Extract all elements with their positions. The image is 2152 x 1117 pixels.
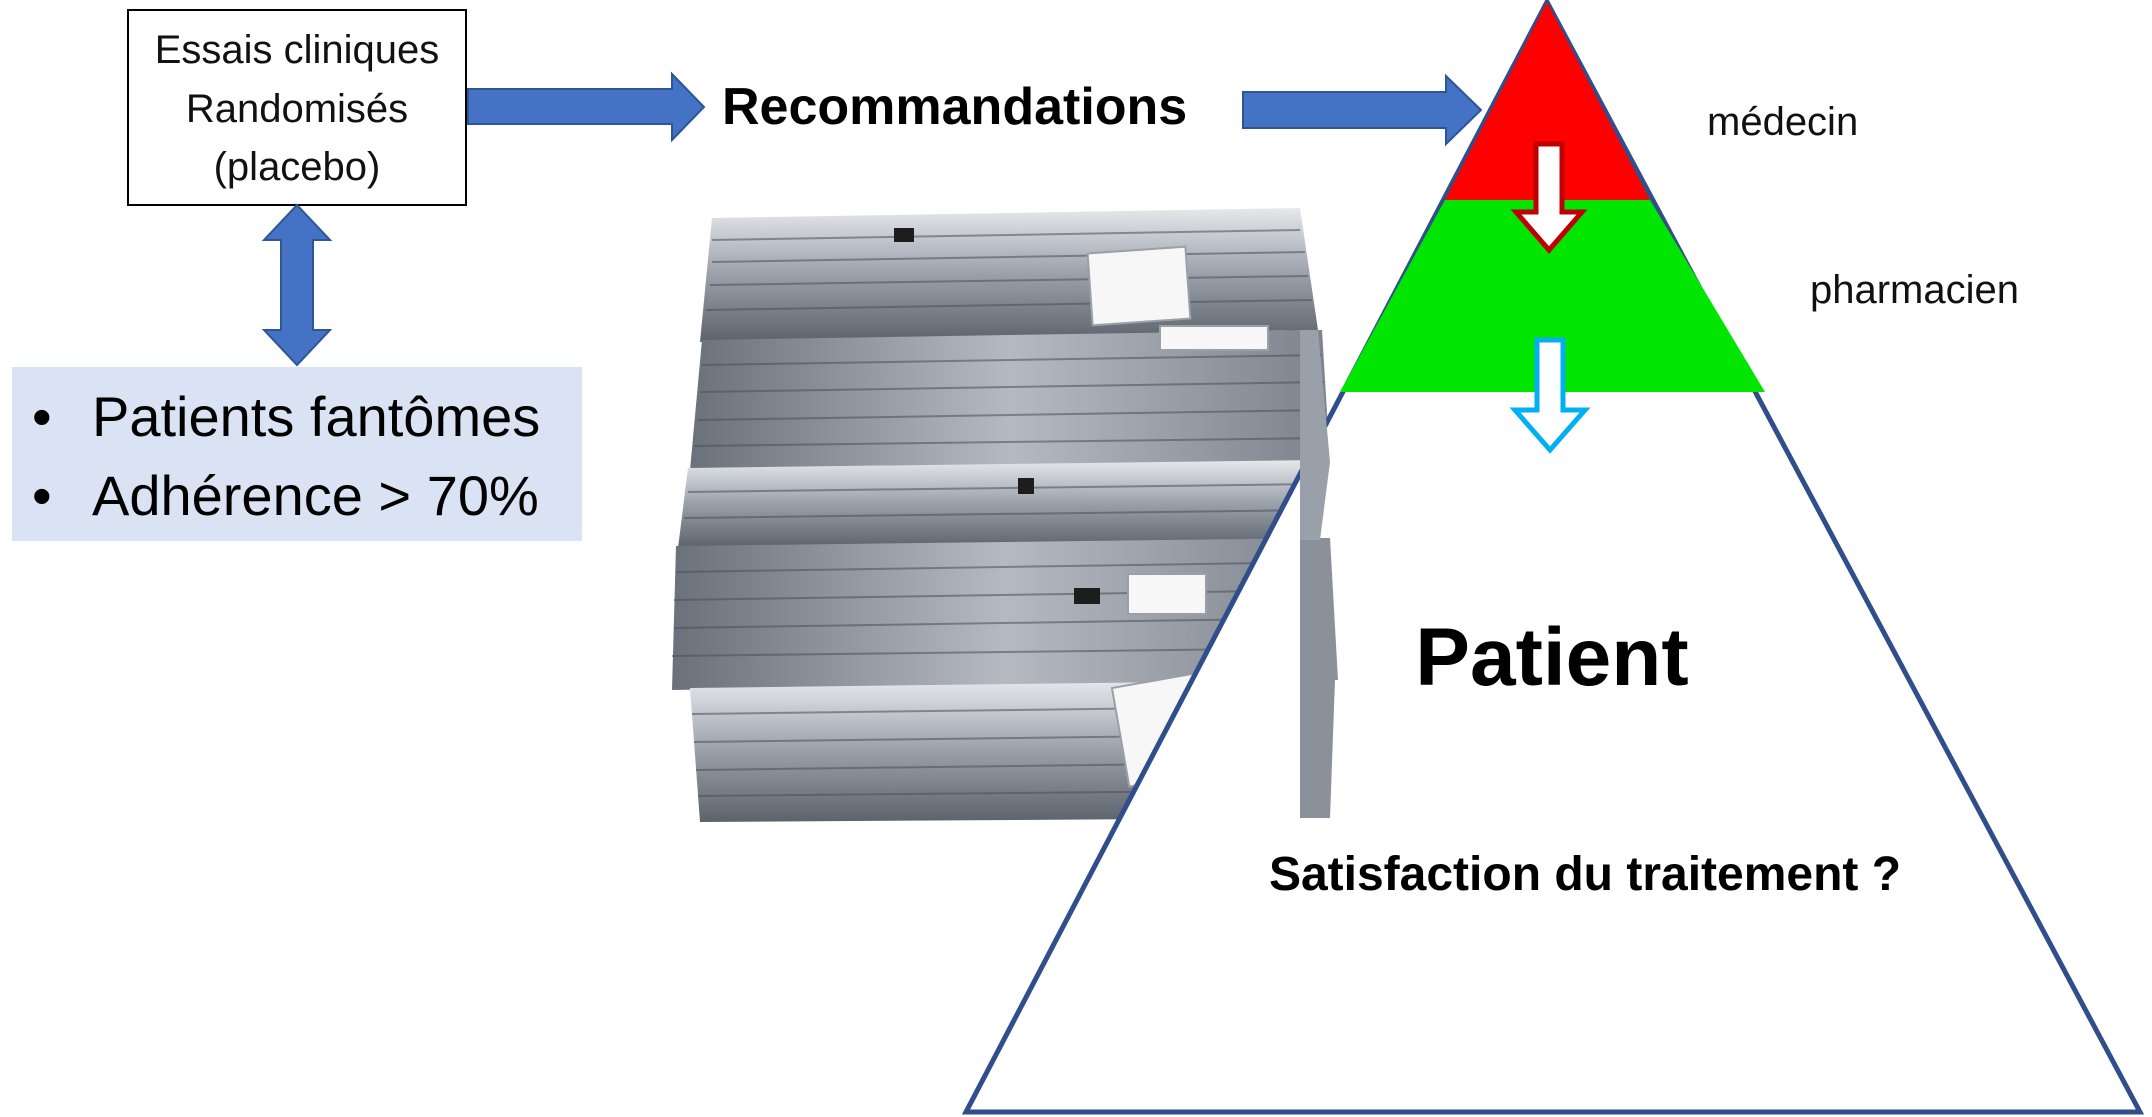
essais-line-3: (placebo) <box>214 145 381 189</box>
recommandations-label: Recommandations <box>722 78 1187 136</box>
pyramid-top-section <box>1445 2 1650 200</box>
essais-line-2: Randomisés <box>186 87 408 131</box>
pharmacien-label: pharmacien <box>1810 268 2019 312</box>
pyramid-middle-section <box>1340 200 1765 392</box>
right-arrow-icon <box>467 71 706 143</box>
down-arrow-icon <box>1510 141 1588 254</box>
bullet-marker: • <box>32 385 52 448</box>
pyramid-patient-section <box>961 0 2145 1115</box>
bullet-box: • Patients fantômes • Adhérence > 70% <box>12 367 582 541</box>
essais-cliniques-box: Essais cliniques Randomisés (placebo) <box>127 9 467 206</box>
medecin-label: médecin <box>1707 100 1858 144</box>
paper-stack-overlap <box>1300 330 1338 818</box>
bullet-marker: • <box>32 464 52 527</box>
right-arrow-icon <box>1242 73 1483 147</box>
double-arrow-icon <box>261 203 333 367</box>
essais-line-1: Essais cliniques <box>155 28 440 72</box>
patient-label: Patient <box>1415 612 1688 703</box>
down-arrow-icon <box>1509 337 1591 454</box>
satisfaction-question: Satisfaction du traitement ? <box>1269 848 1901 901</box>
bullet-patients-fantomes: Patients fantômes <box>92 385 540 448</box>
bullet-adherence: Adhérence > 70% <box>92 464 539 527</box>
